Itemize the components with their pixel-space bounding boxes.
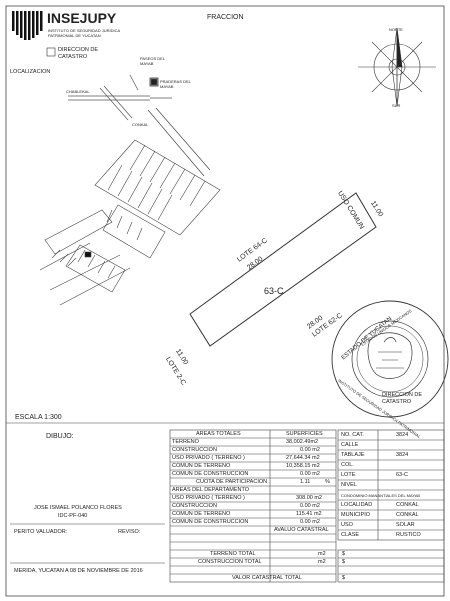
quota-unit: % [325, 479, 330, 485]
dept-row-value: 0.00 m2 [300, 519, 320, 525]
valuation-row-label: CONSTRUCCION TOTAL [198, 559, 262, 565]
cad-row-label: COL. [341, 462, 354, 468]
area-row-value: 27,644.34 m2 [286, 455, 320, 461]
department-name: DIRECCION DE CATASTRO [58, 47, 99, 60]
area-row-label: CONSTRUCCION [172, 447, 217, 453]
quota-value: 1.11 [300, 479, 311, 485]
area-row-value: 10,358.15 m2 [286, 463, 320, 469]
dept-row-label: USO PRIVADO ( TERRENO ) [172, 495, 245, 501]
cad-row-label: CALLE [341, 442, 359, 448]
valuation-row-unit: m2 [318, 551, 326, 557]
valuation-row-label: TERRENO TOTAL [210, 551, 256, 557]
area-row-value: 38,002.49m2 [286, 439, 319, 445]
compass-south-label: SUR [392, 103, 401, 108]
cad-row-label: CLASE [341, 532, 360, 538]
cad-row-value: 63-C [396, 472, 408, 478]
location-label: LOCALIZACION [10, 69, 51, 75]
cad-row-label: LOTE [341, 472, 356, 478]
lot-center-label: 63-C [264, 286, 284, 296]
cad-row-label: NO. CAT. [341, 432, 364, 438]
cad-row-value: 3824 [396, 452, 409, 458]
area-row-label: TERRENO [172, 439, 199, 445]
valuer-label: PERITO VALUADOR: [14, 529, 68, 535]
seal-right-text: DIRECCION DE CATASTRO [382, 392, 423, 405]
area-row-value: 0.00 m2 [300, 471, 320, 477]
areas-header-left: AREAS TOTALES [196, 431, 241, 437]
dept-row-label: COMUN DE TERRENO [172, 511, 231, 517]
area-row-label: COMUN DE TERRENO [172, 463, 231, 469]
location-map [68, 74, 211, 177]
cad-row-value: CONKAL [396, 512, 419, 518]
dept-row-label: CONSTRUCCION [172, 503, 217, 509]
cad-row-label: NIVEL [341, 482, 357, 488]
compass-north-label: NORTE [389, 27, 403, 32]
dept-row-label: COMUN DE CONSTRUCCION [172, 519, 249, 525]
official-seal [331, 300, 449, 418]
dept-row-value: 0.00 m2 [300, 503, 320, 509]
valuation-header: AVALUO CATASTRAL [274, 527, 329, 533]
cad-row-label: LOCALIDAD [341, 502, 373, 508]
catastro-logo-icon [46, 47, 56, 57]
institute-subtitle: INSTITUTO DE SEGURIDAD JURIDICA PATRIMON… [48, 28, 120, 38]
subdivision-map [39, 139, 221, 306]
cad-row-label: TABLAJE [341, 452, 365, 458]
drawn-by-label: DIBUJO: [46, 433, 74, 440]
area-row-value: 0.00 m2 [300, 447, 320, 453]
dept-row-value: 115.41 m2 [296, 511, 322, 517]
cad-row-value: 3824 [396, 432, 409, 438]
cad-row-label: USO [341, 522, 353, 528]
cad-condo-label: CONDOMINIO MANANTIALES DEL MAYAB [341, 493, 421, 498]
area-row-label: COMUN DE CONSTRUCCION [172, 471, 249, 477]
logo-text: INSEJUPY [47, 10, 117, 26]
place-paseos: PASEOS DEL MAYAB [140, 56, 165, 66]
reviewed-label: REVISO: [118, 529, 141, 535]
valuation-row-currency: $ [342, 559, 346, 565]
document-title: FRACCION [207, 14, 244, 21]
place-date: MERIDA, YUCATAN A 08 DE NOVIEMBRE DE 201… [14, 568, 143, 574]
area-row-label: USO PRIVADO ( TERRENO ) [172, 455, 245, 461]
cad-row-value: SOLAR [396, 522, 415, 528]
lot-outline [189, 192, 377, 347]
cad-row-value: RUSTICO [396, 532, 421, 538]
place-conkal: CONKAL [132, 122, 149, 127]
cad-row-label: MUNICIPIO [341, 512, 371, 518]
data-table-grid [6, 422, 445, 583]
valuation-row-unit: m2 [318, 559, 326, 565]
quota-label: CUOTA DE PARTICIPACION [196, 479, 268, 485]
insejupy-logo [12, 11, 43, 40]
dept-row-value: 308.00 m2 [296, 495, 322, 501]
valuation-row-currency: $ [342, 575, 346, 581]
scale-label: ESCALA 1:300 [15, 414, 62, 421]
place-chablekal: CHABLEKAL [66, 89, 90, 94]
areas-header-right: SUPERFICIES [286, 431, 323, 437]
valuation-row-currency: $ [342, 551, 346, 557]
cad-row-value: CONKAL [396, 502, 419, 508]
drawer-name: JOSE ISMAEL POLANCO FLORES [34, 505, 122, 511]
valuation-row-label: VALOR CATASTRAL TOTAL [232, 575, 302, 581]
drawer-id: IDC-PF-040 [58, 513, 88, 519]
compass-rose [358, 27, 436, 107]
dept-header: AREAS DEL DEPARTAMENTO [172, 487, 250, 493]
place-praderas: PRADERAS DEL MAYAB [160, 79, 191, 89]
